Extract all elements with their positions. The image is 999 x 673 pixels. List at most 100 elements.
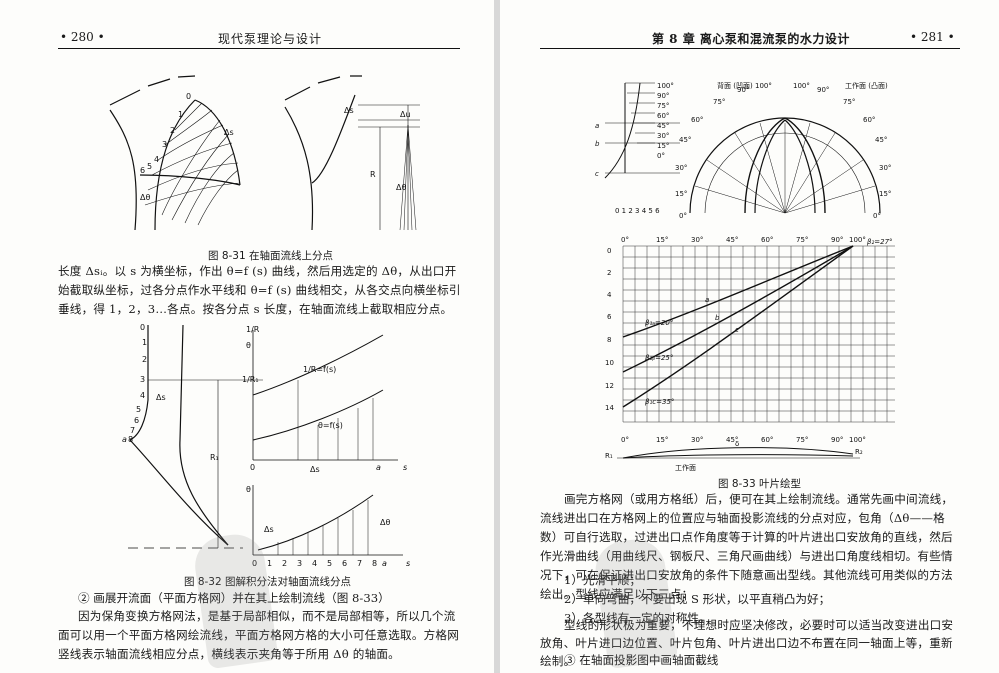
left-heading-2: ② 画展开流面（平面方格网）并在其上绘制流线（图 8-33） — [78, 591, 390, 605]
fig32-label-R1: R₁ — [210, 453, 219, 462]
grid-y-label-7: 14 — [605, 404, 614, 412]
fig33-top-angle-3: 60° — [691, 116, 703, 124]
curve-c-label: c — [735, 326, 739, 334]
fig32-label-origin: 0 — [250, 463, 255, 472]
fig32-label-1: 1 — [142, 338, 147, 347]
section-x-label-1: 15° — [656, 436, 668, 444]
right-paragraph-1: 画完方格网（或用方格纸）后，便可在其上绘制流线。通常先画中间流线，流线进出口在方… — [540, 492, 954, 601]
fig32-label-5: 5 — [136, 405, 141, 414]
fig32-label-4: 4 — [140, 391, 145, 400]
section-x-label-5: 75° — [796, 436, 808, 444]
fig32-axis-5: 5 — [327, 559, 332, 568]
grid-x-label-5: 75° — [796, 236, 808, 244]
figure-8-33-grid: 0° 15° 30° 45° 60° 75° 90° 100° 0 2 4 6 … — [605, 236, 895, 472]
page-number-right: • 281 • — [910, 30, 955, 44]
fig33-top-angle-1: 90° — [737, 86, 749, 94]
grid-x-label-7: 100° — [849, 236, 866, 244]
grid-y-label-4: 8 — [607, 336, 611, 344]
section-x-label-6: 90° — [831, 436, 843, 444]
left-paragraph-2: 因为保角变换方格网法，是基于局部相似，而不是局部相等，所以几个流面可以用一个平面… — [58, 609, 459, 661]
fig33-left-b: b — [595, 140, 600, 148]
grid-x-label-0: 0° — [621, 236, 629, 244]
grid-x-label-6: 90° — [831, 236, 843, 244]
fig33-top-angle-5: 30° — [675, 164, 687, 172]
fig33-top-angle-11: 60° — [863, 116, 875, 124]
criteria-item-2: 2）单向弯曲，不要出现 S 形状，以平直稍凸为好； — [564, 592, 831, 606]
fig31-label-R: R — [370, 170, 376, 179]
fig32-label-ds: Δs — [156, 393, 166, 402]
fig33-top-angle-12: 45° — [875, 136, 887, 144]
fig33-top-angle-15: 0° — [873, 212, 881, 220]
section-R1-label: R₁ — [605, 452, 613, 460]
fig32-label-2: 2 — [142, 355, 147, 364]
fig32-axis-0: 0 — [252, 559, 257, 568]
curve-a — [622, 245, 854, 338]
fig33-work-label: 工作面 (凸面) — [845, 81, 888, 90]
curve-b-label: b — [715, 314, 720, 322]
section-R2-label: R₂ — [855, 448, 863, 456]
fig32-label-6: 6 — [134, 416, 139, 425]
fig33-bottom-digits: 0 1 2 3 4 5 6 — [615, 207, 660, 215]
grid-y-label-2: 4 — [607, 291, 612, 299]
page-number: • 280 • — [60, 30, 105, 44]
right-heading-3: ③ 在轴面投影图中画轴面截线 — [564, 653, 719, 667]
figure-8-31: 0 1 2 3 4 5 6 Δθ Δs Δs Δu R Δθ — [109, 75, 420, 231]
fig32-axis-3: 3 — [297, 559, 302, 568]
grid-x-label-1: 15° — [656, 236, 668, 244]
fig32-label-ds2: Δs — [310, 465, 320, 474]
fig32-axis-7: 7 — [357, 559, 362, 568]
left-paragraph-1: 长度 Δsᵢ。以 s 为横坐标，作出 θ=f (s) 曲线，然后用选定的 Δθ，… — [58, 264, 461, 316]
grid-x-label-2: 30° — [691, 236, 703, 244]
fig31-label-2: 2 — [170, 126, 175, 135]
fig32-label-theta2: θ — [246, 485, 251, 494]
fig31-label-du: Δu — [400, 110, 411, 119]
fig32-axis-2: 2 — [282, 559, 287, 568]
fig31-label-ds: Δs — [224, 128, 234, 137]
fig33-left-30: 30° — [657, 132, 669, 140]
fig33-left-c: c — [595, 170, 599, 178]
fig31-caption: 图 8-31 在轴面流线上分点 — [208, 250, 334, 262]
fig32-axis-1: 1 — [267, 559, 272, 568]
fig33-top-angle-14: 15° — [879, 190, 891, 198]
fig32-axis-4: 4 — [312, 559, 317, 568]
fig31-label-ds2: Δs — [344, 106, 354, 115]
fig33-top-angle-9: 90° — [817, 86, 829, 94]
fig33-left-90: 90° — [657, 92, 669, 100]
right-page: 第 8 章 离心泵和混流泵的水力设计 • 281 • — [500, 0, 999, 673]
fig32-label-8: 8 — [128, 435, 133, 444]
grid-lines — [622, 245, 895, 423]
curve-b — [622, 245, 854, 373]
fig33-left-a: a — [595, 122, 599, 130]
fig32-label-invR1: 1/R₁ — [242, 375, 259, 384]
fig33-left-0: 0° — [657, 152, 665, 160]
fig33-left-100: 100° — [657, 82, 674, 90]
fig33-back-label: 背面 (凹面) — [717, 81, 753, 90]
fig32-label-curve1: 1/R=f(s) — [303, 365, 336, 374]
fig33-top-angle-0: 100° — [755, 82, 772, 90]
grid-x-label-4: 60° — [761, 236, 773, 244]
fig32-axis-s: s — [406, 559, 410, 568]
section-work-label: 工作面 — [675, 463, 696, 472]
criteria-item-1: 1）光滑平顺； — [564, 573, 641, 587]
right-paragraph-2: 型线的形状极为重要，不理想时应坚决修改，必要时可以适当改变进出口安放角、叶片进口… — [540, 618, 954, 668]
fig33-caption: 图 8-33 叶片绘型 — [718, 478, 802, 490]
fig31-label-dtheta: Δθ — [140, 193, 150, 202]
chapter-title: 第 8 章 离心泵和混流泵的水力设计 — [652, 32, 850, 46]
fig32-label-curve2: θ=f(s) — [318, 421, 343, 430]
fig33-top-angle-7: 0° — [679, 212, 687, 220]
section-delta-label: δ — [735, 440, 739, 448]
grid-y-label-5: 10 — [605, 359, 614, 367]
fig32-label-7: 7 — [130, 426, 135, 435]
fig33-top-angle-13: 30° — [879, 164, 891, 172]
beta-2-label: β₂=27° — [867, 238, 893, 246]
header-rule-right — [540, 48, 960, 49]
running-title: 现代泵理论与设计 — [218, 32, 323, 46]
fig33-top-angle-10: 75° — [843, 98, 855, 106]
fig33-left-45: 45° — [657, 122, 669, 130]
header-rule — [58, 48, 460, 49]
fig32-label-ds3: Δs — [264, 525, 274, 534]
fig32-axis-8: 8 — [372, 559, 377, 568]
fig31-label-5: 5 — [147, 162, 152, 171]
figure-8-33-top: 背面 (凹面) 工作面 (凸面) 100° 90° 75° 60° 45° 30… — [595, 81, 891, 220]
fig31-label-4: 4 — [154, 155, 159, 164]
